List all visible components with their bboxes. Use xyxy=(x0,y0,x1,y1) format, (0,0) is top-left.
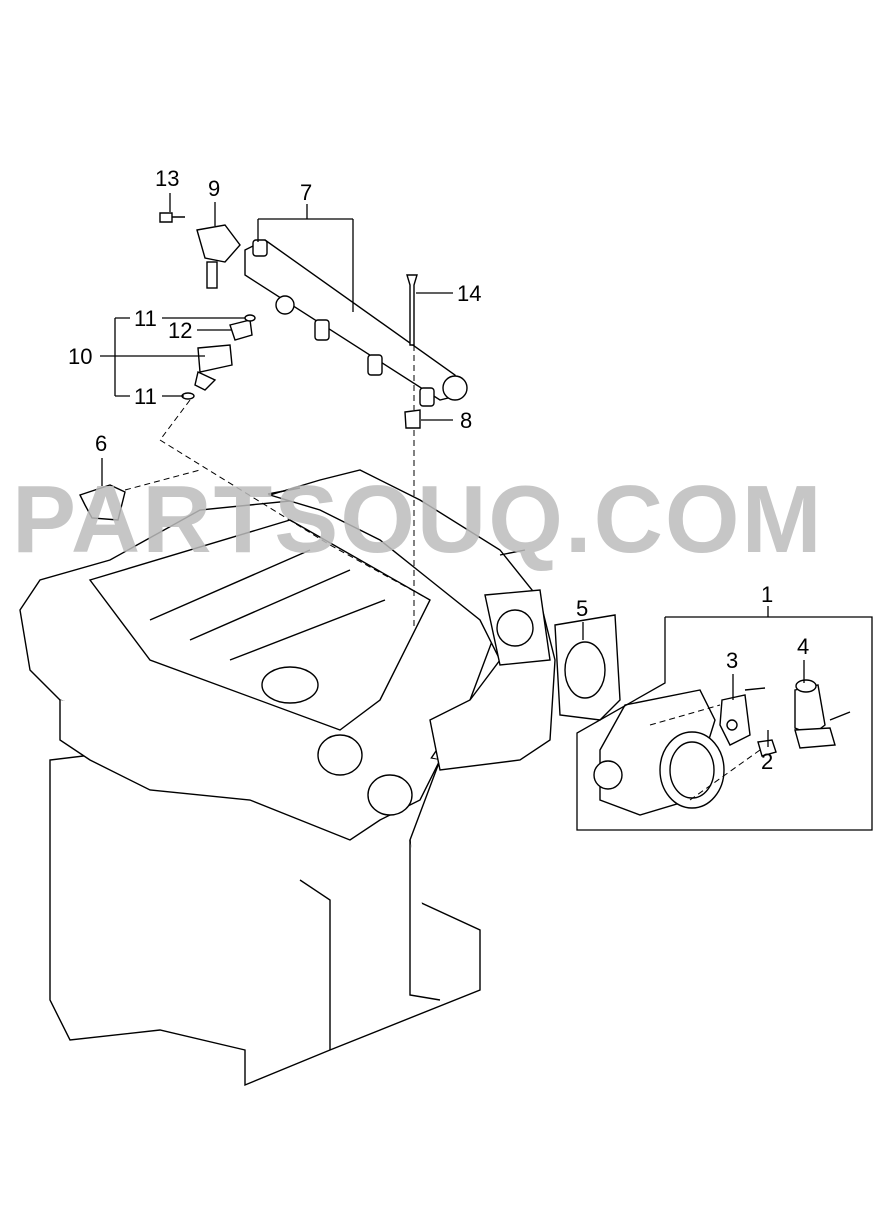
leader-lines xyxy=(100,193,873,831)
callout-14[interactable]: 14 xyxy=(457,281,481,306)
callout-11-upper[interactable]: 11 xyxy=(134,306,157,331)
intake-manifold-drawing xyxy=(267,469,556,771)
callout-5[interactable]: 5 xyxy=(576,596,588,621)
watermark: PARTSOUQ.COM xyxy=(12,466,824,573)
callout-9[interactable]: 9 xyxy=(208,176,220,201)
callout-11-lower[interactable]: 11 xyxy=(134,384,157,409)
callout-13[interactable]: 13 xyxy=(155,166,179,191)
callout-1[interactable]: 1 xyxy=(761,582,773,607)
callout-6[interactable]: 6 xyxy=(95,431,107,456)
small-parts-drawing xyxy=(79,212,621,721)
callout-8[interactable]: 8 xyxy=(460,408,472,433)
callout-4[interactable]: 4 xyxy=(797,634,809,659)
fuel-rail-drawing xyxy=(244,239,468,407)
callout-12[interactable]: 12 xyxy=(168,318,192,343)
callout-10[interactable]: 10 xyxy=(68,344,92,369)
throttle-body-drawing xyxy=(593,679,851,816)
callout-3[interactable]: 3 xyxy=(726,648,738,673)
engine-block-drawing xyxy=(19,499,501,1087)
callout-7[interactable]: 7 xyxy=(300,180,312,205)
callout-2[interactable]: 2 xyxy=(761,749,773,774)
